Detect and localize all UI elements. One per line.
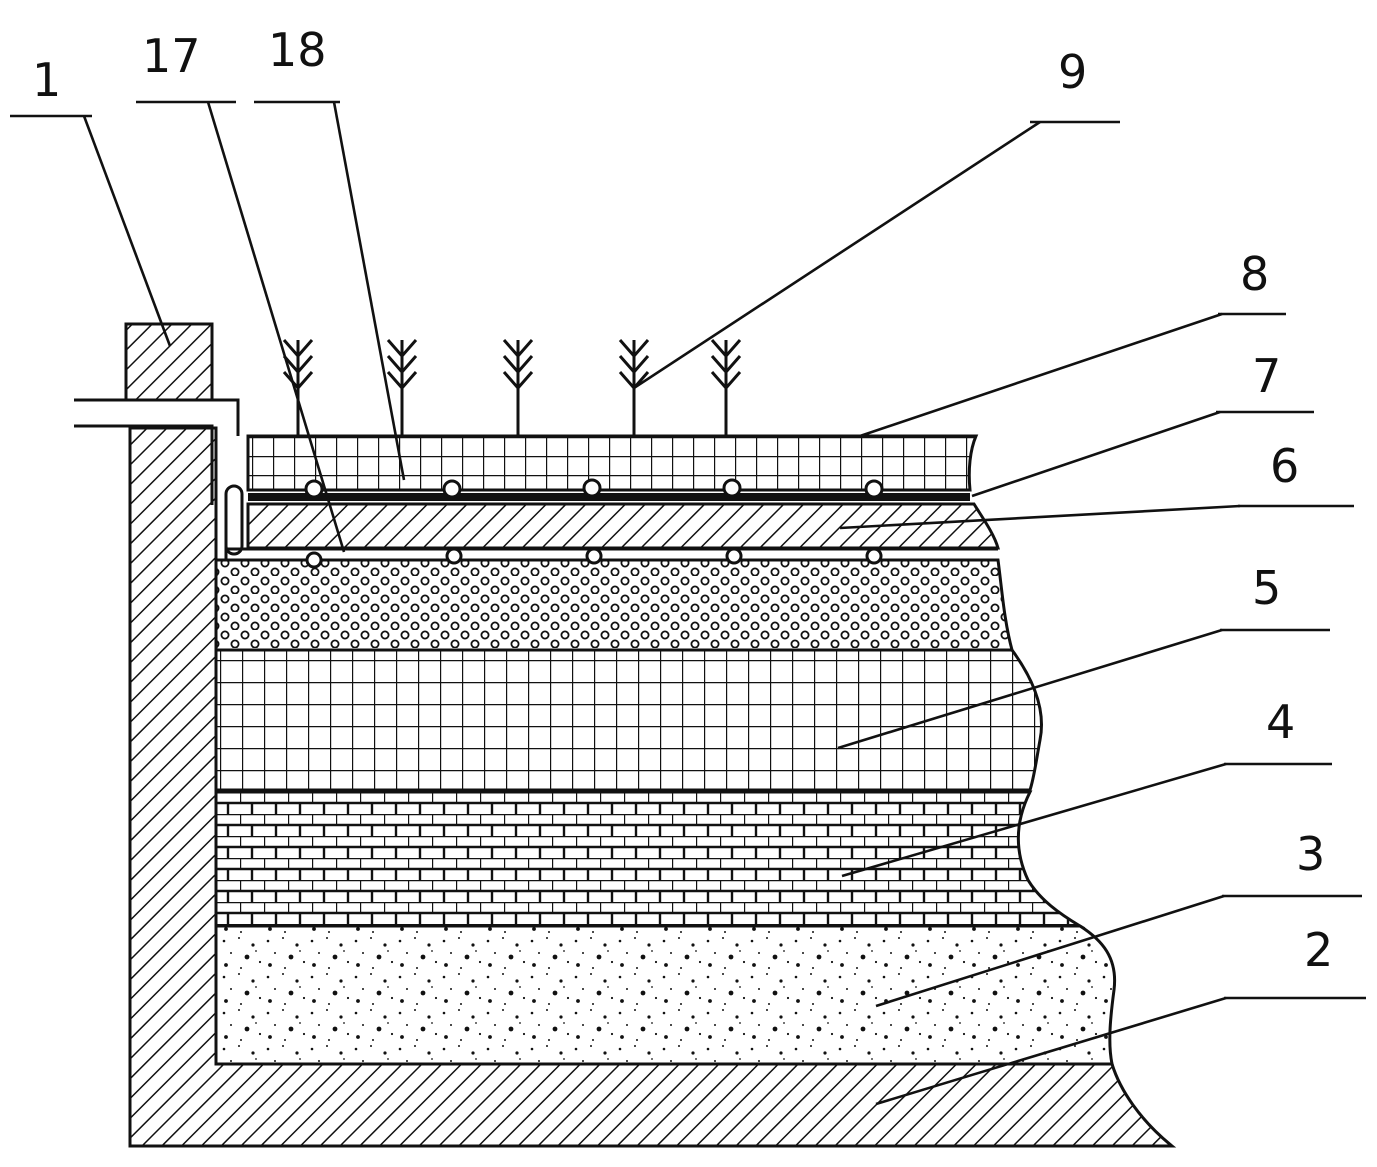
label-wall: 1 [32, 53, 61, 107]
gravel-layer [214, 558, 1014, 652]
brick-layer [214, 790, 1086, 928]
label-membrane: 7 [1252, 349, 1281, 403]
grid-layer [214, 648, 1044, 792]
plant [386, 339, 418, 436]
leader-lines [10, 100, 1366, 1106]
label-base-slab: 2 [1304, 923, 1333, 977]
top-soil-layer [246, 434, 979, 492]
label-plants: 9 [1058, 45, 1087, 99]
label-brick-layer: 4 [1266, 695, 1295, 749]
label-grid-layer: 5 [1252, 561, 1281, 615]
plants [282, 339, 742, 436]
plant [710, 339, 742, 436]
plant [502, 339, 534, 436]
label-pipe-upper: 18 [268, 23, 327, 77]
label-top-soil: 8 [1240, 247, 1269, 301]
label-pipe-lower: 17 [142, 29, 201, 83]
label-gravel: 6 [1270, 439, 1299, 493]
sand-layer [214, 924, 1117, 1066]
wall-cap [124, 322, 214, 402]
pipe-system [74, 398, 998, 569]
plant [282, 339, 314, 436]
label-sand-layer: 3 [1296, 827, 1325, 881]
